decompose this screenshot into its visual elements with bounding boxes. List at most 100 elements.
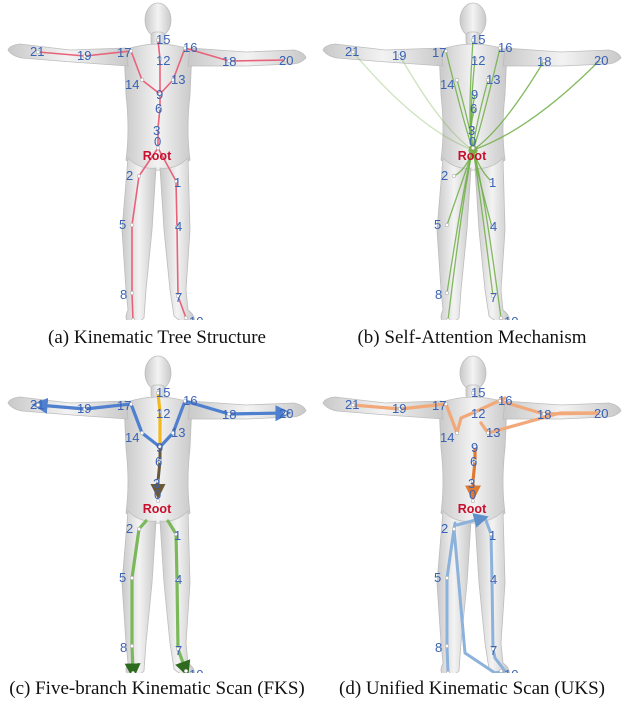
bone-18-20 — [229, 60, 285, 61]
joint-label-21: 21 — [30, 397, 44, 412]
root-label: Root — [458, 502, 487, 516]
joint-dot — [130, 291, 134, 295]
joint-label-19: 19 — [392, 401, 406, 416]
joint-dot — [445, 644, 449, 648]
joint-label-15: 15 — [156, 385, 170, 400]
joint-label-1: 1 — [489, 528, 496, 543]
joint-label-9: 9 — [471, 87, 478, 102]
joint-dot — [184, 316, 188, 320]
joint-label-1: 1 — [489, 175, 496, 190]
joint-dot — [130, 223, 134, 227]
caption-a: (a) Kinematic Tree Structure — [0, 327, 314, 349]
joint-dot — [137, 174, 141, 178]
joint-label-10: 10 — [504, 314, 518, 320]
joint-label-1: 1 — [174, 175, 181, 190]
root-label: Root — [143, 149, 172, 163]
joint-label-4: 4 — [175, 219, 182, 234]
joint-label-21: 21 — [30, 44, 44, 59]
caption-d: (d) Unified Kinematic Scan (UKS) — [315, 678, 629, 700]
joint-label-9: 9 — [156, 440, 163, 455]
joint-label-12: 12 — [471, 53, 485, 68]
caption-b: (b) Self-Attention Mechanism — [315, 327, 629, 349]
joint-dot — [445, 576, 449, 580]
joint-dot — [140, 431, 144, 435]
joint-label-13: 13 — [486, 425, 500, 440]
joint-label-17: 17 — [117, 398, 131, 413]
joint-label-12: 12 — [471, 406, 485, 421]
joint-label-4: 4 — [490, 572, 497, 587]
joint-dot — [499, 669, 503, 673]
joint-label-7: 7 — [490, 290, 497, 305]
joint-label-10: 10 — [504, 667, 518, 673]
joint-label-4: 4 — [175, 572, 182, 587]
joint-label-3: 3 — [153, 123, 160, 138]
joint-label-7: 7 — [175, 290, 182, 305]
joint-label-14: 14 — [125, 430, 139, 445]
joint-label-20: 20 — [279, 53, 293, 68]
joint-label-9: 9 — [471, 440, 478, 455]
joint-label-3: 3 — [468, 123, 475, 138]
joint-label-10: 10 — [189, 667, 203, 673]
joint-label-18: 18 — [537, 407, 551, 422]
joint-label-20: 20 — [594, 406, 608, 421]
joint-label-21: 21 — [345, 44, 359, 59]
bone-8-11 — [132, 293, 133, 320]
joint-dot — [455, 78, 459, 82]
joint-label-15: 15 — [471, 385, 485, 400]
joint-label-8: 8 — [120, 640, 127, 655]
joint-label-2: 2 — [126, 521, 133, 536]
joint-label-3: 3 — [468, 476, 475, 491]
bone-4-7 — [177, 227, 178, 296]
joint-label-6: 6 — [470, 101, 477, 116]
joint-dot — [445, 223, 449, 227]
joint-label-5: 5 — [119, 570, 126, 585]
joint-label-15: 15 — [471, 32, 485, 47]
joint-label-18: 18 — [222, 407, 236, 422]
joint-label-4: 4 — [490, 219, 497, 234]
joint-dot — [445, 291, 449, 295]
joint-label-18: 18 — [537, 54, 551, 69]
joint-label-2: 2 — [126, 168, 133, 183]
joint-label-12: 12 — [156, 406, 170, 421]
joint-label-19: 19 — [77, 401, 91, 416]
joint-label-15: 15 — [156, 32, 170, 47]
joint-dot — [140, 78, 144, 82]
joint-label-5: 5 — [119, 217, 126, 232]
joint-label-3: 3 — [153, 476, 160, 491]
joint-label-8: 8 — [435, 640, 442, 655]
joint-label-12: 12 — [156, 53, 170, 68]
joint-label-6: 6 — [155, 454, 162, 469]
figure-c: 0123456789101112131415161718192021Root — [0, 353, 314, 673]
joint-label-20: 20 — [279, 406, 293, 421]
joint-label-8: 8 — [435, 287, 442, 302]
joint-dot — [130, 644, 134, 648]
joint-label-6: 6 — [155, 101, 162, 116]
joint-label-17: 17 — [117, 45, 131, 60]
joint-label-8: 8 — [120, 287, 127, 302]
caption-c: (c) Five-branch Kinematic Scan (FKS) — [0, 678, 314, 700]
joint-dot — [137, 527, 141, 531]
figure-d: 0123456789101112131415161718192021Root — [315, 353, 629, 673]
panel-b-self-attention: 0123456789101112131415161718192021Root (… — [315, 0, 629, 351]
panel-c-fks: 0123456789101112131415161718192021Root (… — [0, 353, 314, 704]
joint-label-13: 13 — [486, 72, 500, 87]
joint-dot — [455, 431, 459, 435]
joint-label-1: 1 — [174, 528, 181, 543]
joint-label-18: 18 — [222, 54, 236, 69]
joint-label-2: 2 — [441, 521, 448, 536]
joint-label-9: 9 — [156, 87, 163, 102]
joint-label-5: 5 — [434, 570, 441, 585]
joint-dot — [452, 174, 456, 178]
joint-label-19: 19 — [392, 48, 406, 63]
joint-label-17: 17 — [432, 398, 446, 413]
joint-label-7: 7 — [175, 643, 182, 658]
figure-a: 0123456789101112131415161718192021Root — [0, 0, 314, 320]
joint-dot — [452, 527, 456, 531]
panel-a-kinematic-tree: 0123456789101112131415161718192021Root (… — [0, 0, 314, 351]
joint-label-10: 10 — [189, 314, 203, 320]
figure-b: 0123456789101112131415161718192021Root — [315, 0, 629, 320]
joint-dot — [184, 669, 188, 673]
joint-dot — [499, 316, 503, 320]
joint-label-6: 6 — [470, 454, 477, 469]
joint-label-16: 16 — [183, 393, 197, 408]
